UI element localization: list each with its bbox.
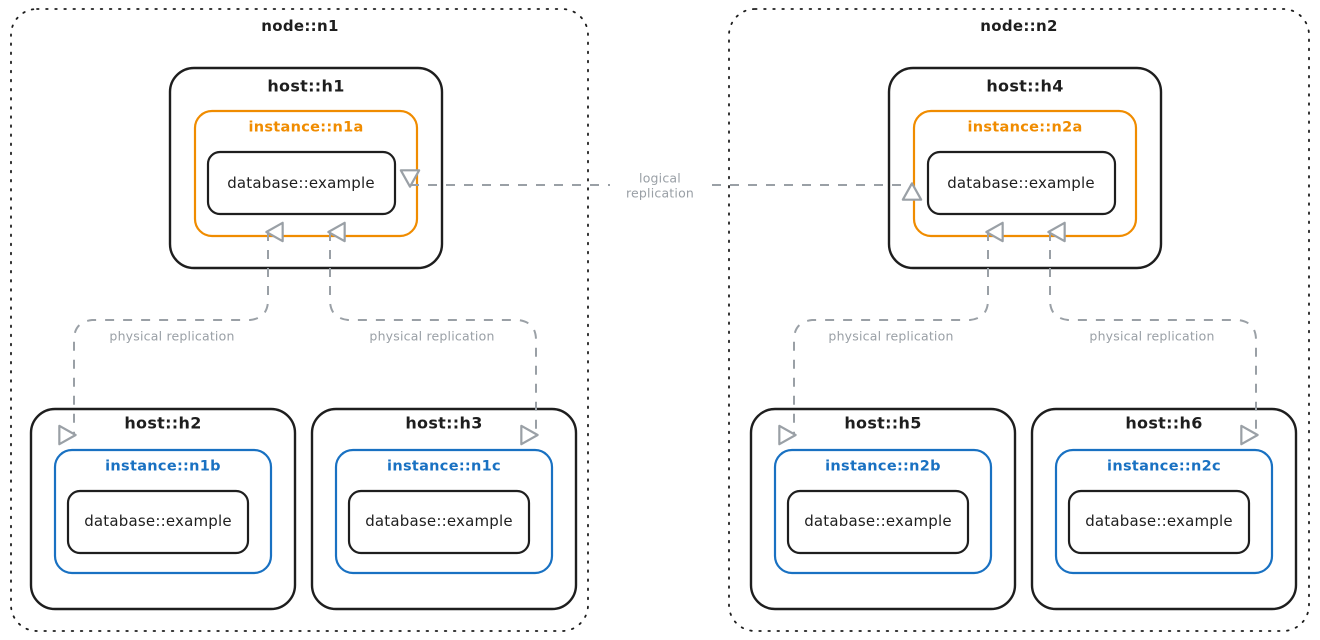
database-box-n1b <box>66 489 250 555</box>
edge-physical-replication-n2b <box>778 221 1004 446</box>
edge-physical-replication-n1b <box>58 221 284 446</box>
database-box-n1a <box>206 150 397 216</box>
database-box-n2a <box>926 150 1117 216</box>
database-box-n2b <box>786 489 970 555</box>
node-container-n1 <box>10 8 589 632</box>
database-box-n2c <box>1067 489 1251 555</box>
node-container-n2 <box>728 8 1310 632</box>
database-box-n1c <box>347 489 531 555</box>
edge-physical-replication-n2c <box>1047 221 1259 446</box>
edge-physical-replication-n1c <box>327 221 539 446</box>
